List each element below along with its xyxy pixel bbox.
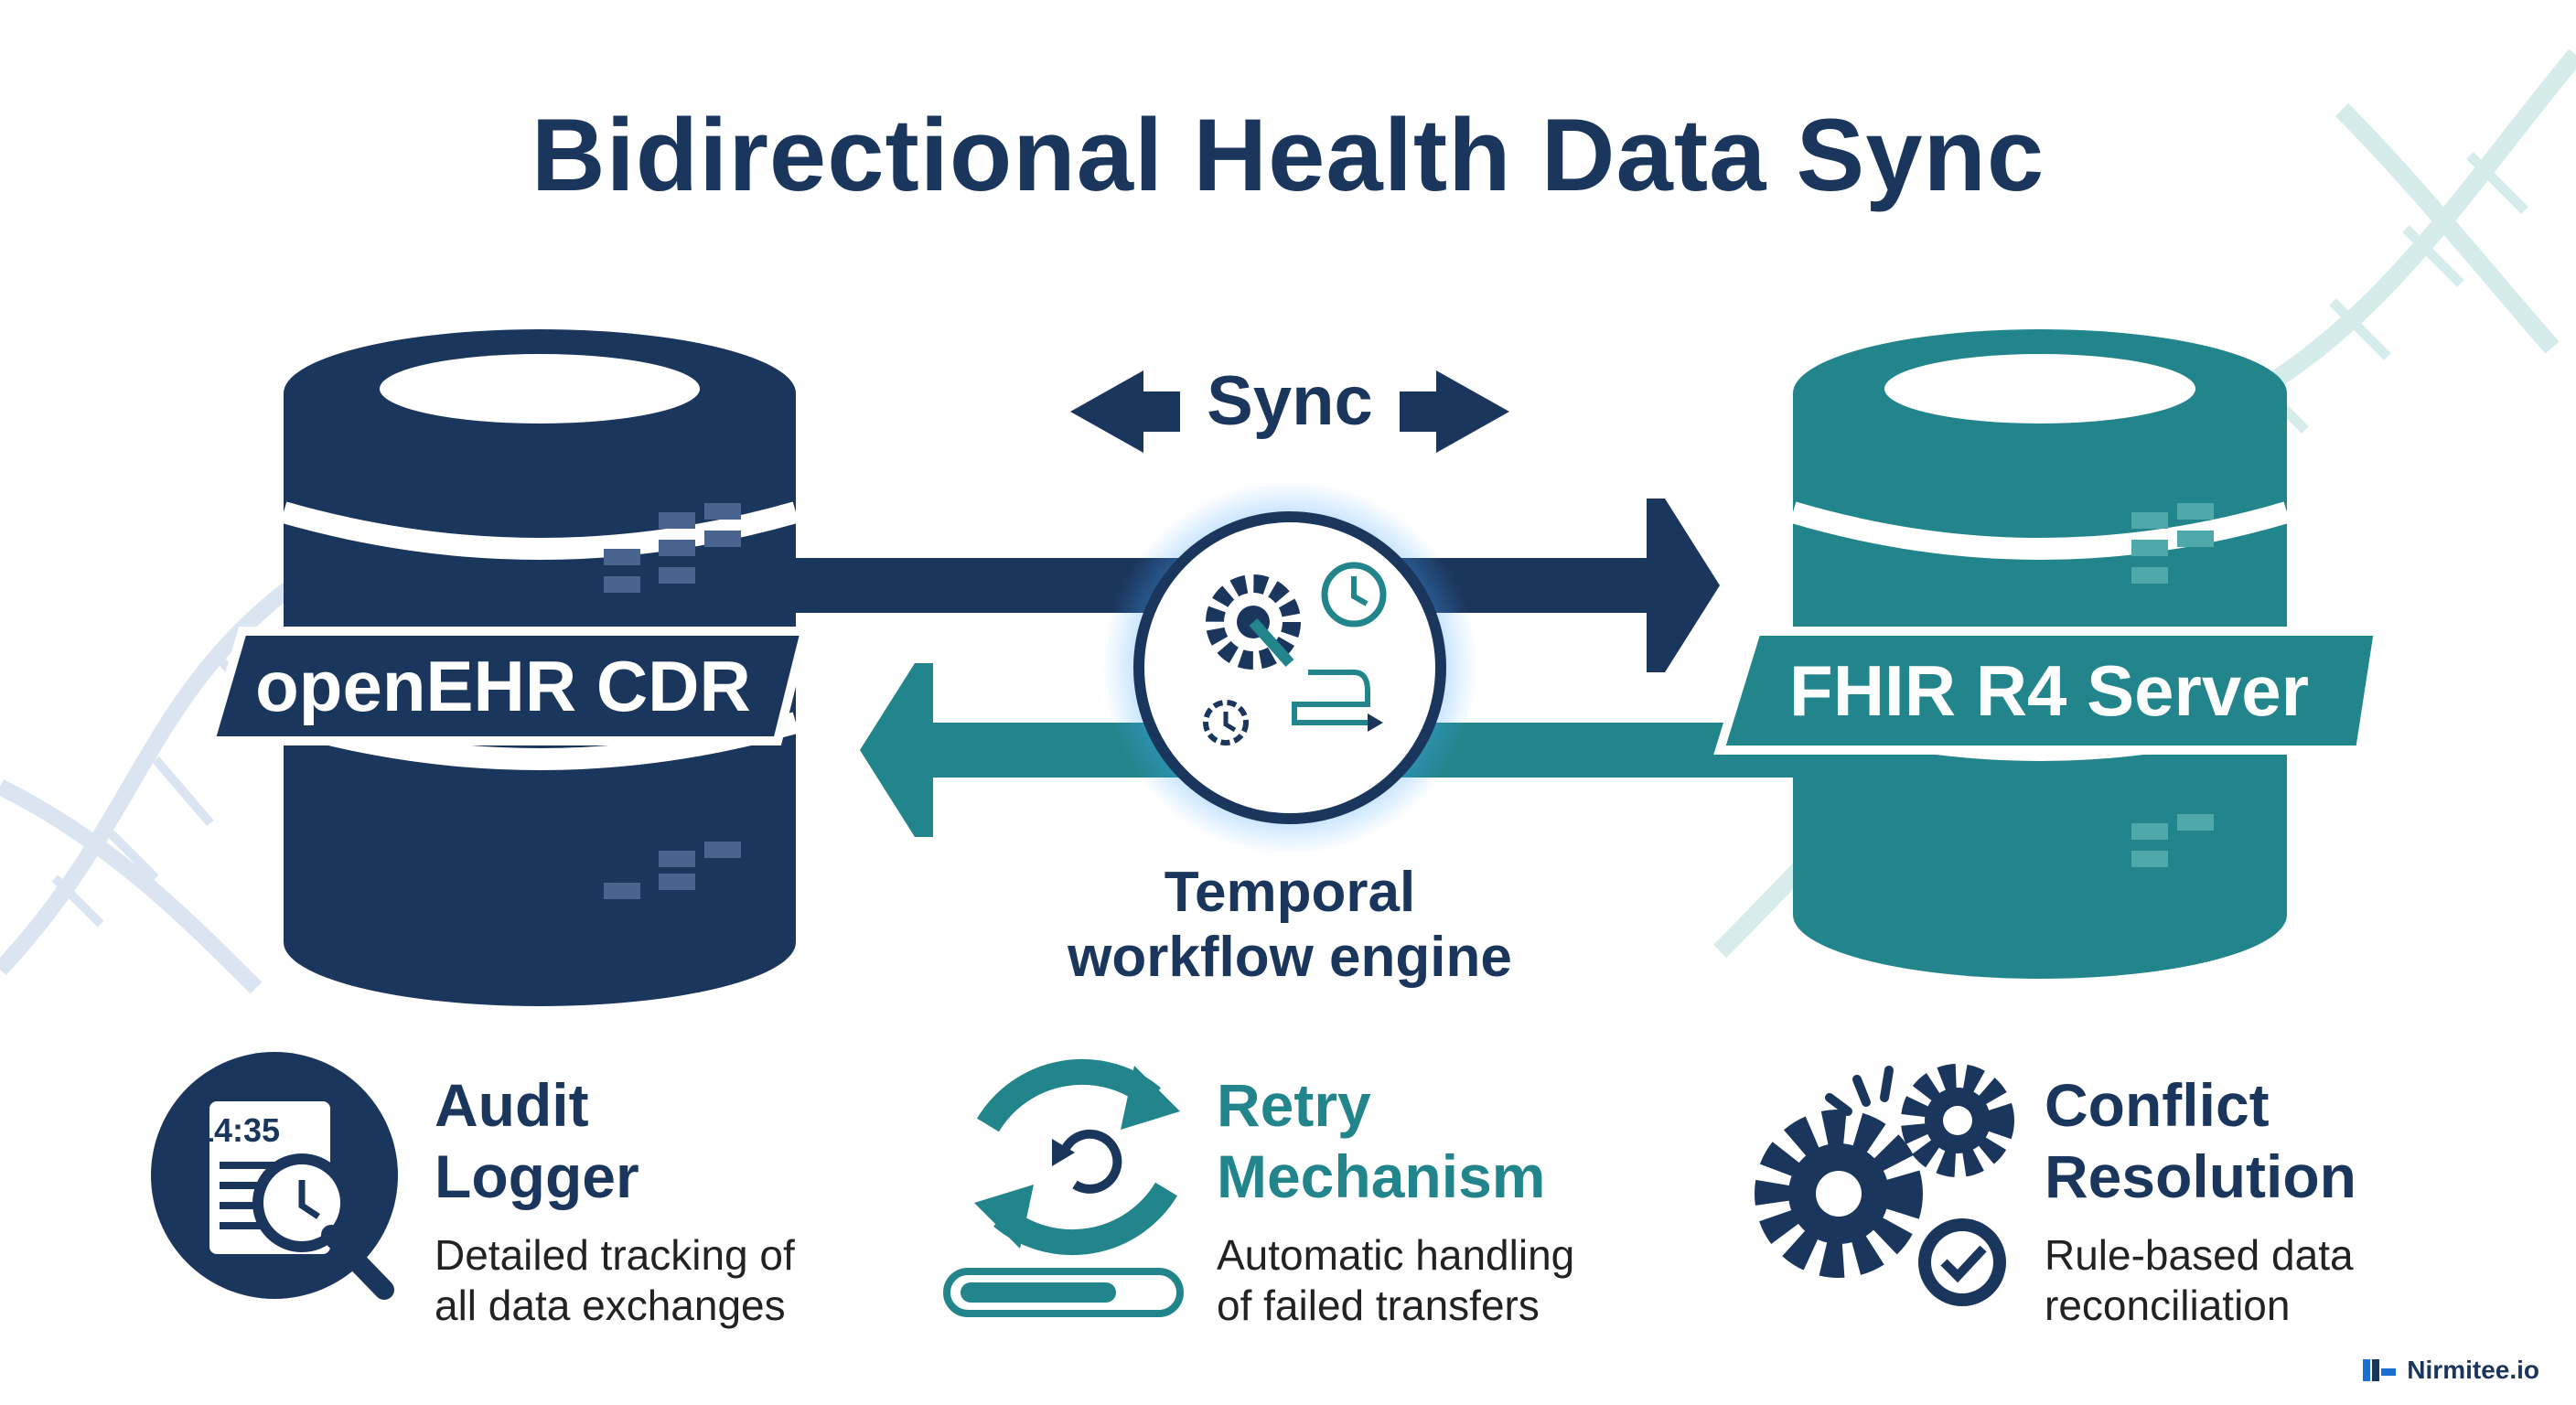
- small-gear-icon: [1901, 1064, 2014, 1177]
- timer-icon: [1203, 700, 1249, 745]
- fhir-label-banner: [1713, 627, 2384, 755]
- audit-logger-title: Audit Logger: [435, 1070, 639, 1213]
- engine-caption: Temporal workflow engine: [961, 860, 1619, 991]
- retry-cycle-icon: [943, 1058, 1184, 1317]
- brand-name: Nirmitee.io: [2407, 1356, 2539, 1384]
- sync-label: Sync: [1207, 362, 1373, 440]
- audit-title-line1: Audit: [435, 1071, 589, 1139]
- retry-title-line1: Retry: [1217, 1071, 1371, 1139]
- audit-desc-line1: Detailed tracking of: [435, 1231, 795, 1279]
- conflict-title-line1: Conflict: [2045, 1071, 2270, 1139]
- right-db-vent-grid: [2131, 503, 2214, 867]
- clock-icon: [1321, 562, 1387, 627]
- audit-logger-desc: Detailed tracking of all data exchanges: [435, 1230, 795, 1331]
- retry-desc-line1: Automatic handling: [1217, 1231, 1575, 1279]
- retry-mechanism-desc: Automatic handling of failed transfers: [1217, 1230, 1574, 1331]
- conflict-resolution-title: Conflict Resolution: [2045, 1070, 2356, 1213]
- sync-left-arrow-icon: [1070, 370, 1180, 453]
- retry-progress-bar: [943, 1268, 1184, 1317]
- flow-path-icon: [1292, 670, 1372, 725]
- conflict-title-line2: Resolution: [2045, 1142, 2356, 1210]
- sync-right-arrow-icon: [1400, 370, 1509, 453]
- page-title: Bidirectional Health Data Sync: [531, 98, 2045, 212]
- gear-wrench-icon: [1206, 574, 1301, 670]
- gears-check-icon: [1755, 1064, 2014, 1306]
- engine-caption-line1: Temporal: [1164, 861, 1416, 924]
- openehr-label-banner: [204, 627, 811, 745]
- large-gear-icon: [1755, 1110, 1923, 1278]
- audit-time-text: 14:35: [196, 1111, 280, 1149]
- workflow-engine-icon: [1133, 511, 1446, 824]
- conflict-desc-line1: Rule-based data: [2045, 1231, 2354, 1279]
- retry-title-line2: Mechanism: [1217, 1142, 1546, 1210]
- audit-log-clock-icon: [151, 1052, 398, 1300]
- audit-title-line2: Logger: [435, 1142, 639, 1210]
- conflict-desc-line2: reconciliation: [2045, 1282, 2291, 1330]
- retry-mechanism-title: Retry Mechanism: [1217, 1070, 1545, 1213]
- left-db-vent-grid: [604, 503, 741, 899]
- engine-caption-line2: workflow engine: [1068, 926, 1512, 990]
- nirmitee-logo-icon: [2363, 1359, 2397, 1381]
- openehr-label: openEHR CDR: [255, 646, 751, 726]
- conflict-resolution-desc: Rule-based data reconciliation: [2045, 1230, 2354, 1331]
- spark-lines: [1825, 1066, 1894, 1116]
- fhir-label: FHIR R4 Server: [1789, 650, 2309, 731]
- retry-desc-line2: of failed transfers: [1217, 1282, 1540, 1330]
- audit-desc-line2: all data exchanges: [435, 1282, 786, 1330]
- brand-footer[interactable]: Nirmitee.io: [2363, 1356, 2539, 1385]
- checkmark-badge-icon: [1918, 1218, 2006, 1306]
